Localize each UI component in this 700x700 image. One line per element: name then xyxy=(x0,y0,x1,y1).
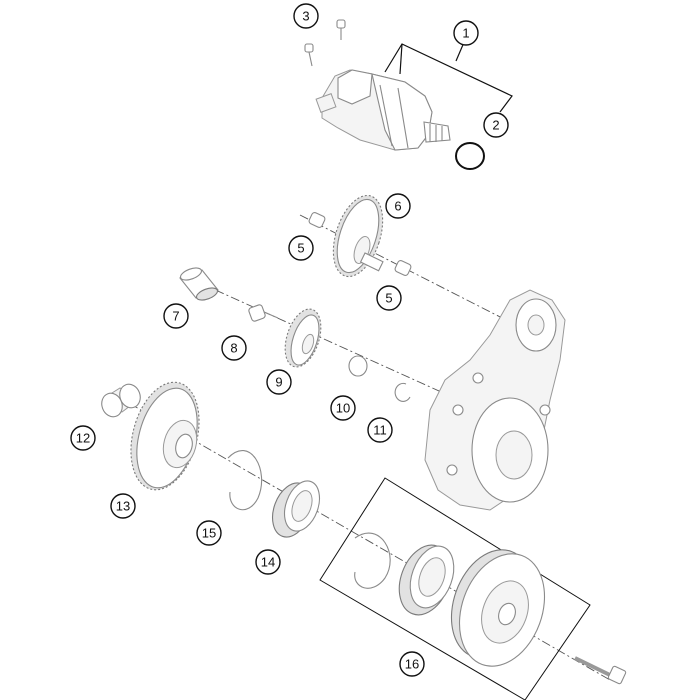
kit-snap-ring xyxy=(354,532,391,589)
kit-16-outline xyxy=(319,477,591,700)
callout-9-label: 9 xyxy=(275,375,282,390)
callout-11-label: 11 xyxy=(373,423,387,438)
callout-12-label: 12 xyxy=(76,431,90,446)
callout-14: 14 xyxy=(255,549,281,575)
callout-5-lower-label: 5 xyxy=(385,291,392,306)
callout-7: 7 xyxy=(163,303,189,329)
needle-bearing xyxy=(101,383,141,418)
bolt xyxy=(248,304,279,322)
callout-6-label: 6 xyxy=(394,199,401,214)
callout-2-label: 2 xyxy=(492,118,499,133)
callout-3-label: 3 xyxy=(302,9,309,24)
callout-15-label: 15 xyxy=(202,526,216,541)
callout-1-label: 1 xyxy=(462,26,469,41)
callout-1: 1 xyxy=(453,20,479,46)
callout-13: 13 xyxy=(110,493,136,519)
callout-10: 10 xyxy=(330,395,356,421)
callout-11: 11 xyxy=(367,417,393,443)
callout-7-label: 7 xyxy=(172,309,179,324)
bearing-ring xyxy=(272,480,321,538)
engine-cover xyxy=(424,289,566,511)
o-ring xyxy=(455,142,485,170)
callout-12: 12 xyxy=(70,425,96,451)
callout-16-label: 16 xyxy=(405,657,419,672)
flywheel-rotor xyxy=(450,549,546,667)
screw-lower xyxy=(304,43,314,67)
rotor-bolt xyxy=(574,656,627,685)
torque-limiter-gear xyxy=(130,381,200,491)
starter-pinion-spline xyxy=(429,124,443,142)
callout-5-upper: 5 xyxy=(288,235,314,261)
callout-10-label: 10 xyxy=(336,401,350,416)
freewheel-ring xyxy=(398,544,455,616)
callout-8-label: 8 xyxy=(230,341,237,356)
callout-3: 3 xyxy=(293,3,319,29)
starter-motor xyxy=(315,69,451,151)
bushing-upper xyxy=(308,212,326,228)
callout-13-label: 13 xyxy=(116,499,130,514)
washer xyxy=(348,355,368,377)
bushing-lower xyxy=(394,260,412,276)
callout-8: 8 xyxy=(221,335,247,361)
idler-gear xyxy=(332,194,384,278)
callout-2: 2 xyxy=(483,112,509,138)
assembly-axes xyxy=(114,214,611,681)
circlip xyxy=(394,382,411,402)
callout-5-upper-label: 5 xyxy=(297,241,304,256)
callout-6: 6 xyxy=(385,193,411,219)
callout-5-lower: 5 xyxy=(376,285,402,311)
intermediate-gear xyxy=(284,308,322,368)
callout-15: 15 xyxy=(196,520,222,546)
snap-ring xyxy=(227,450,263,511)
pin xyxy=(179,267,219,301)
callout-14-label: 14 xyxy=(261,555,275,570)
callout-16: 16 xyxy=(399,651,425,677)
screw-upper xyxy=(336,19,346,40)
callout-9: 9 xyxy=(266,369,292,395)
